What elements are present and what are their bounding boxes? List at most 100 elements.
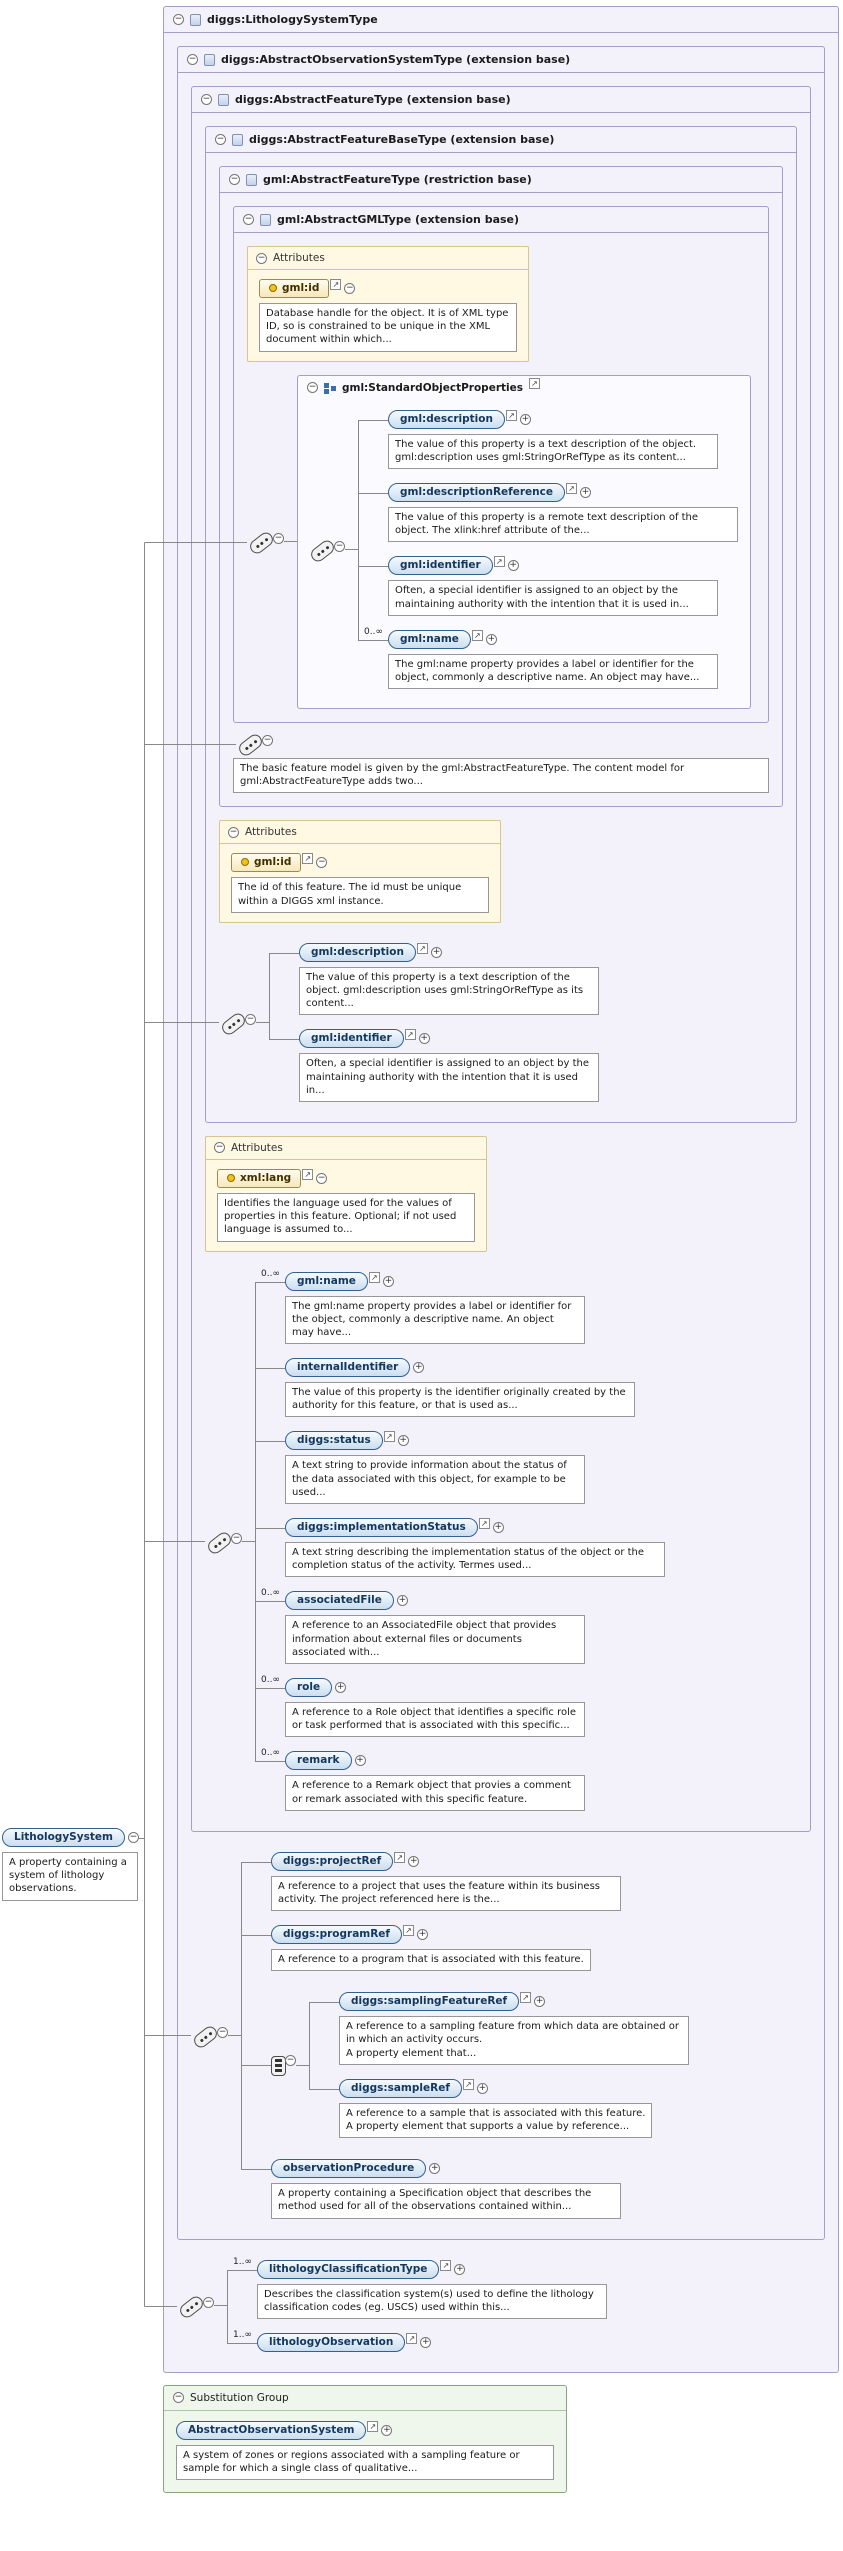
collapse-icon[interactable]: − <box>273 533 284 545</box>
sequence-icon[interactable]: − <box>219 1010 256 1038</box>
link-icon[interactable]: ↗ <box>462 2078 474 2090</box>
link-icon[interactable]: ↗ <box>478 1518 490 1529</box>
sequence-icon[interactable]: − <box>247 530 284 557</box>
collapse-icon[interactable]: − <box>334 540 345 552</box>
link-icon[interactable]: ↗ <box>505 409 517 421</box>
attribute-xml-lang[interactable]: xml:lang <box>217 1168 302 1188</box>
link-icon[interactable]: ↗ <box>471 629 483 641</box>
expand-icon[interactable]: + <box>454 2263 466 2275</box>
link-icon[interactable]: ↗ <box>520 1992 532 2004</box>
choice-icon[interactable]: − <box>271 2054 296 2076</box>
collapse-icon[interactable]: − <box>203 2297 214 2309</box>
collapse-icon[interactable]: − <box>231 1532 242 1544</box>
attribute-gml-id-2[interactable]: gml:id <box>231 853 302 873</box>
element-gml-name[interactable]: gml:name <box>388 629 471 649</box>
element-remark[interactable]: remark <box>285 1751 352 1771</box>
collapse-icon[interactable]: − <box>201 94 212 105</box>
link-icon[interactable]: ↗ <box>404 1029 416 1041</box>
link-icon[interactable]: ↗ <box>529 378 540 390</box>
link-icon[interactable]: ↗ <box>383 1431 395 1443</box>
element-gml-identifier-2[interactable]: gml:identifier <box>299 1029 404 1049</box>
collapse-icon[interactable]: − <box>173 14 184 25</box>
expand-icon[interactable]: + <box>335 1681 347 1693</box>
collapse-icon[interactable]: − <box>127 1832 139 1843</box>
expand-icon[interactable]: + <box>430 946 442 958</box>
element-internalidentifier[interactable]: internalIdentifier <box>285 1358 411 1378</box>
element-gml-description-2[interactable]: gml:description <box>299 942 416 962</box>
link-icon[interactable]: ↗ <box>394 1851 406 1863</box>
expand-icon[interactable]: + <box>418 1033 430 1045</box>
element-lithologyobservation[interactable]: lithologyObservation <box>257 2332 406 2352</box>
sequence-icon[interactable]: − <box>236 731 769 759</box>
collapse-icon[interactable]: − <box>344 283 356 294</box>
element-diggs-status[interactable]: diggs:status <box>285 1431 383 1451</box>
expand-icon[interactable]: + <box>485 633 497 645</box>
expand-icon[interactable]: + <box>519 413 531 425</box>
element-diggs-projectref[interactable]: diggs:projectRef <box>271 1851 394 1871</box>
link-icon[interactable]: ↗ <box>406 2332 418 2344</box>
expand-icon[interactable]: + <box>579 486 591 498</box>
expand-icon[interactable]: + <box>397 1435 409 1447</box>
expand-icon[interactable]: + <box>382 1275 394 1287</box>
expand-icon[interactable]: + <box>417 1929 428 1941</box>
link-icon[interactable]: ↗ <box>403 1925 414 1937</box>
collapse-icon[interactable]: − <box>262 735 273 747</box>
link-icon[interactable]: ↗ <box>416 942 428 954</box>
expand-icon[interactable]: + <box>507 560 519 572</box>
element-role[interactable]: role <box>285 1677 333 1697</box>
collapse-icon[interactable]: − <box>215 134 226 145</box>
link-icon[interactable]: ↗ <box>565 482 577 494</box>
element-gml-name-2[interactable]: gml:name <box>285 1271 368 1291</box>
collapse-icon[interactable]: − <box>307 382 318 394</box>
collapse-icon[interactable]: − <box>229 174 240 185</box>
collapse-icon[interactable]: − <box>214 1142 225 1154</box>
element-diggs-implementationstatus[interactable]: diggs:implementationStatus <box>285 1518 478 1537</box>
children-group: diggs:samplingFeatureRef ↗ + A reference… <box>309 1985 811 2145</box>
element-gml-identifier[interactable]: gml:identifier <box>388 556 493 576</box>
link-icon[interactable]: ↗ <box>493 556 505 568</box>
link-icon[interactable]: ↗ <box>302 1168 314 1180</box>
collapse-icon[interactable]: − <box>316 857 328 869</box>
element-diggs-samplingfeatureref[interactable]: diggs:samplingFeatureRef <box>339 1992 520 2012</box>
element-abstractobservationsystem[interactable]: AbstractObservationSystem <box>176 2420 367 2440</box>
element-lithologysystem[interactable]: LithologySystem <box>2 1828 125 1847</box>
collapse-icon[interactable]: − <box>285 2054 296 2066</box>
element-gml-description[interactable]: gml:description <box>388 409 505 429</box>
sequence-icon[interactable]: − <box>177 2294 214 2321</box>
expand-icon[interactable]: + <box>413 1362 425 1374</box>
expand-icon[interactable]: + <box>354 1755 366 1767</box>
attribute-gml-id[interactable]: gml:id <box>259 279 330 298</box>
link-icon[interactable]: ↗ <box>368 1271 380 1283</box>
element-lithologyclassificationtype[interactable]: lithologyClassificationType <box>257 2259 440 2279</box>
expand-icon[interactable]: + <box>429 2163 441 2175</box>
sequence-icon[interactable]: − <box>308 537 345 565</box>
link-icon[interactable]: ↗ <box>330 279 342 290</box>
element-row: gml:description ↗ + <box>388 409 531 429</box>
collapse-icon[interactable]: − <box>243 214 254 225</box>
element-diggs-sampleref[interactable]: diggs:sampleRef <box>339 2078 462 2098</box>
collapse-icon[interactable]: − <box>187 54 198 65</box>
element-associatedfile[interactable]: associatedFile <box>285 1591 394 1611</box>
collapse-icon[interactable]: − <box>256 252 267 264</box>
expand-icon[interactable]: + <box>492 1522 504 1533</box>
collapse-icon[interactable]: − <box>228 826 239 838</box>
link-icon[interactable]: ↗ <box>302 853 314 865</box>
expand-icon[interactable]: + <box>420 2336 432 2348</box>
element-diggs-programref[interactable]: diggs:programRef <box>271 1925 402 1945</box>
collapse-icon[interactable]: − <box>245 1013 256 1025</box>
collapse-icon[interactable]: − <box>217 2026 228 2038</box>
sequence-shape <box>247 530 276 557</box>
element-observationprocedure[interactable]: observationProcedure <box>271 2159 427 2179</box>
element-gml-descriptionreference[interactable]: gml:descriptionReference <box>388 482 565 502</box>
expand-icon[interactable]: + <box>476 2082 488 2094</box>
link-icon[interactable]: ↗ <box>367 2420 379 2432</box>
expand-icon[interactable]: + <box>396 1595 408 1607</box>
sequence-icon[interactable]: − <box>205 1529 242 1556</box>
collapse-icon[interactable]: − <box>316 1172 328 1184</box>
expand-icon[interactable]: + <box>534 1996 546 2008</box>
expand-icon[interactable]: + <box>381 2424 393 2436</box>
collapse-icon[interactable]: − <box>173 2392 184 2404</box>
sequence-icon[interactable]: − <box>191 2023 228 2050</box>
link-icon[interactable]: ↗ <box>440 2259 452 2271</box>
expand-icon[interactable]: + <box>408 1855 420 1867</box>
